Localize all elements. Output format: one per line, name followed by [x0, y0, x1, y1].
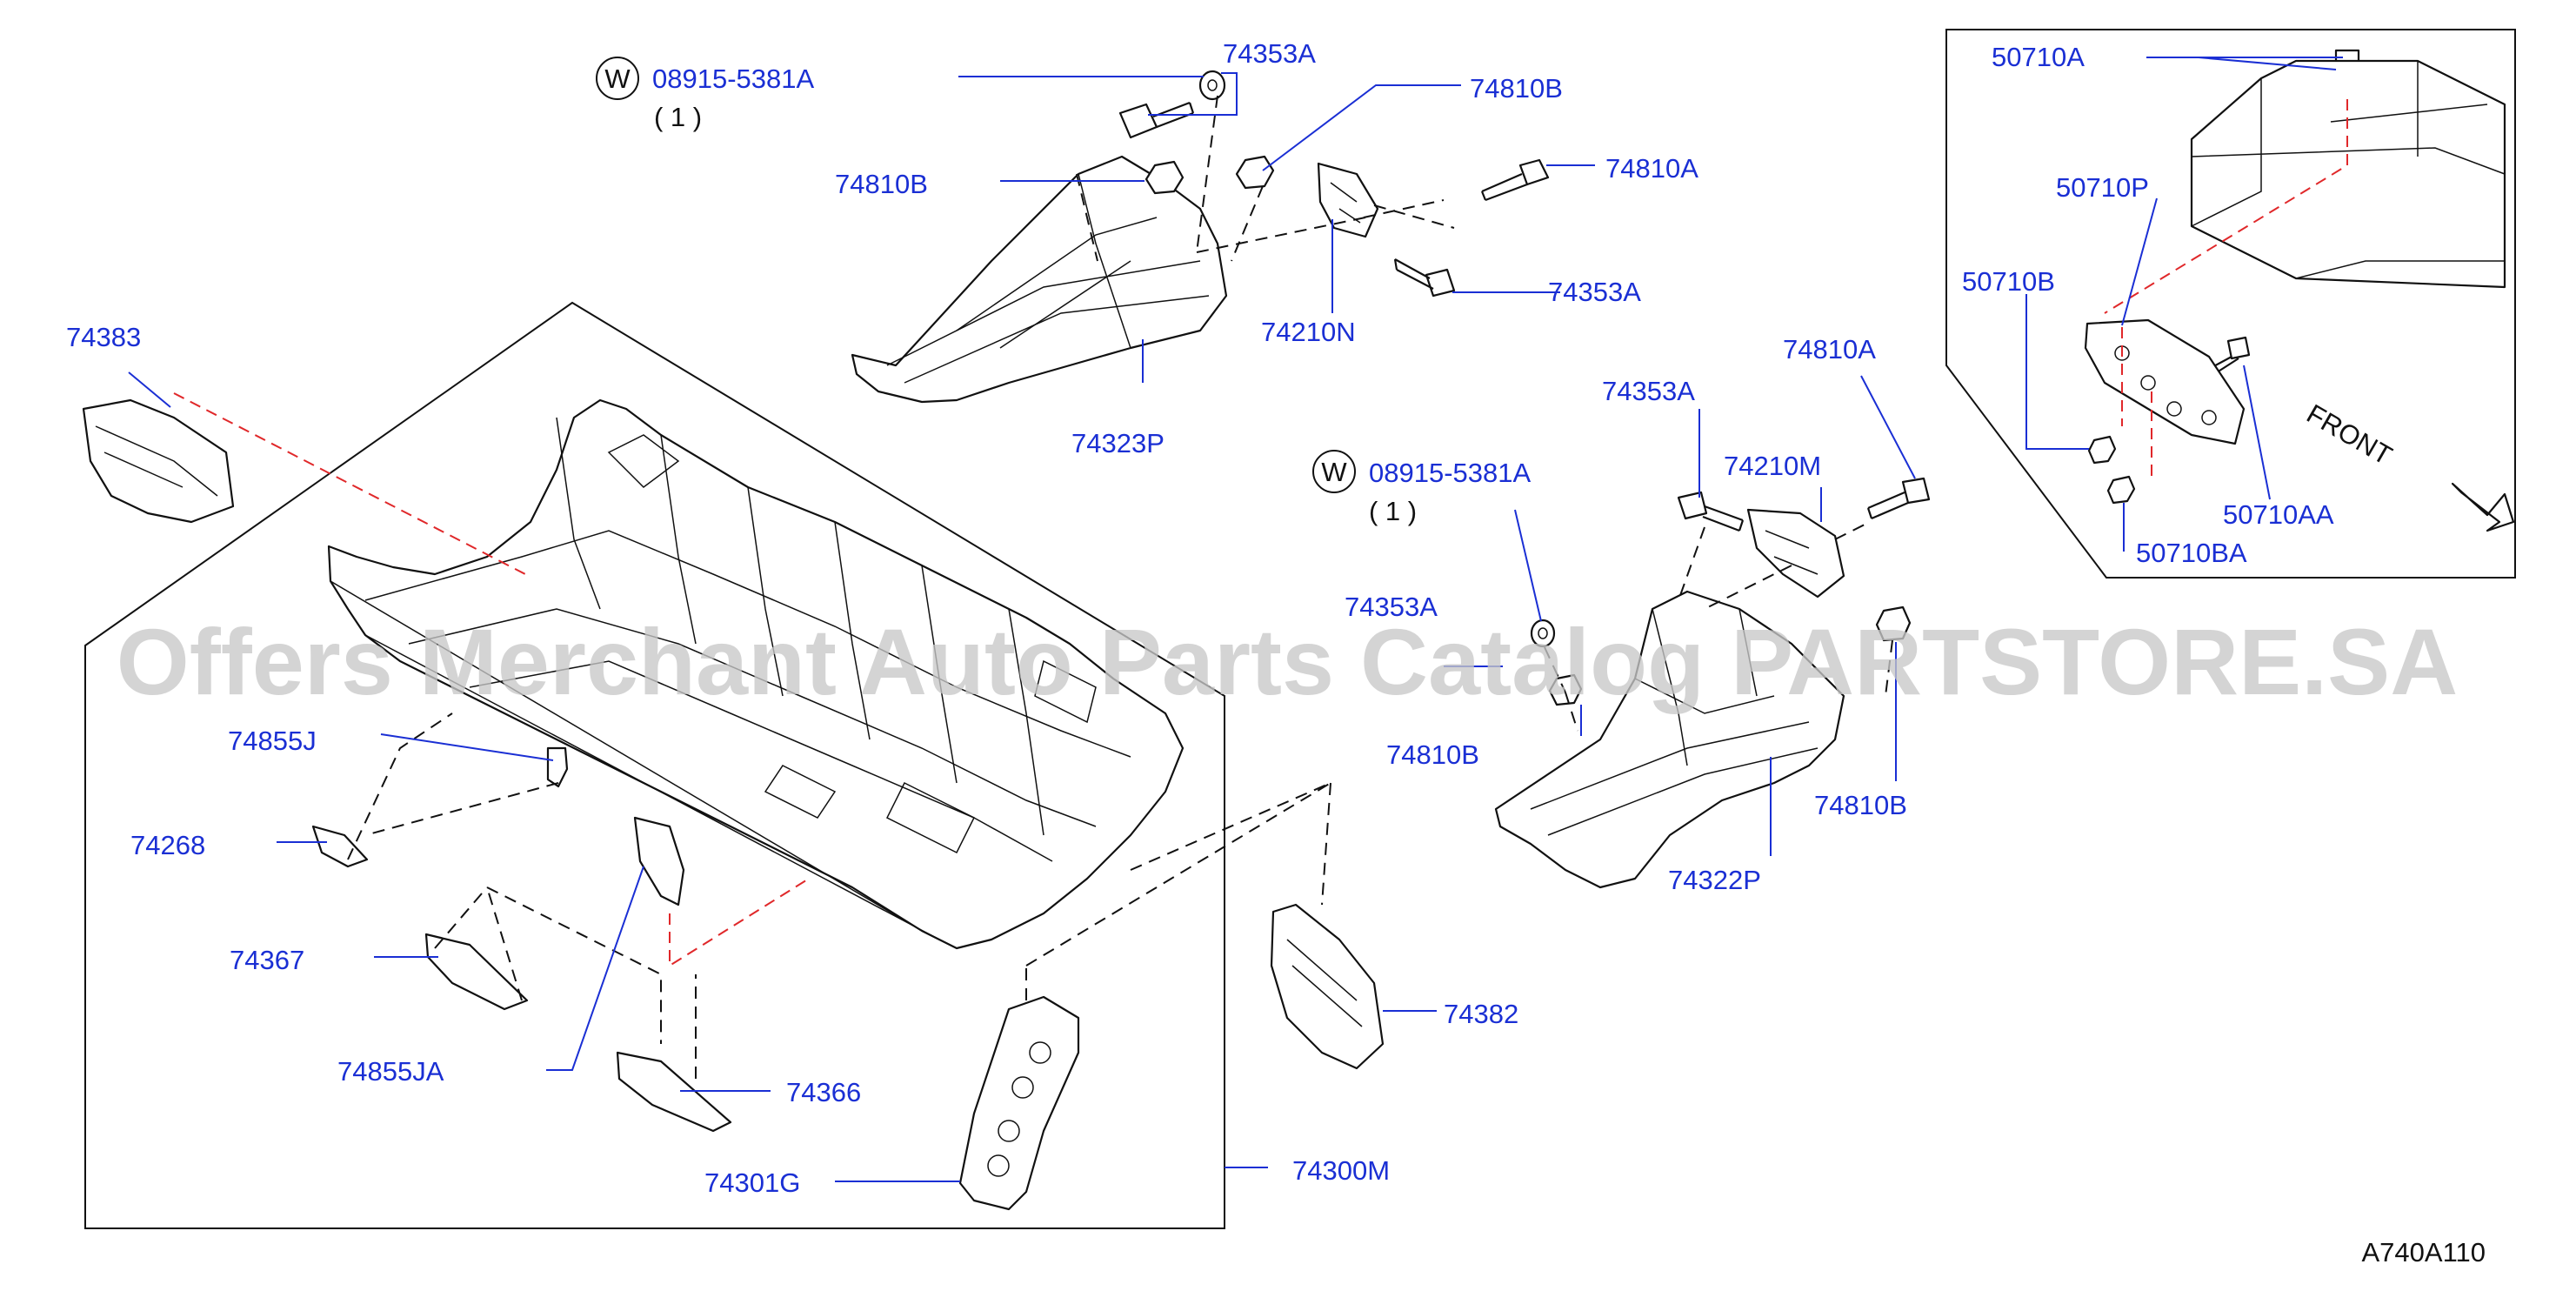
nut-74810b-rlow — [1875, 605, 1912, 642]
washer-symbol-top-label: W — [604, 64, 631, 94]
inset-frame — [1945, 29, 2516, 579]
label-74366: 74366 — [786, 1077, 861, 1107]
label-74322p: 74322P — [1668, 865, 1761, 895]
label-74301g: 74301G — [704, 1167, 800, 1198]
bolt-74353a-right — [1677, 491, 1745, 532]
label-74353a-r: 74353A — [1602, 376, 1695, 406]
assembly-dashes — [347, 95, 1893, 1079]
washer-symbol-mid — [1312, 450, 1356, 493]
label-74810b-low: 74810B — [1386, 739, 1479, 770]
washer-symbol-mid-label: W — [1321, 457, 1347, 487]
label-74855j: 74855J — [228, 726, 317, 756]
part-74367 — [424, 933, 529, 1011]
part-74382 — [1270, 903, 1385, 1070]
label-74300m: 74300M — [1292, 1155, 1390, 1186]
label-74323p: 74323P — [1071, 428, 1165, 458]
label-qty-top: ( 1 ) — [654, 102, 702, 132]
label-74810a-top: 74810A — [1605, 153, 1698, 184]
label-74210n: 74210N — [1261, 317, 1356, 347]
nut-74810b-low — [1548, 673, 1583, 706]
nut-50710ba — [2106, 475, 2136, 505]
bracket-50710p — [2084, 318, 2246, 445]
bracket-74210m — [1746, 508, 1845, 599]
label-74382: 74382 — [1444, 999, 1518, 1029]
part-74855ja — [633, 816, 685, 906]
nut-74810b-top — [1235, 155, 1275, 190]
bracket-74210n — [1317, 162, 1379, 238]
front-label: FRONT — [2302, 398, 2398, 472]
label-74268: 74268 — [130, 830, 205, 860]
label-50710p: 50710P — [2056, 172, 2149, 203]
label-50710a: 50710A — [1992, 42, 2085, 72]
label-50710ba: 50710BA — [2136, 538, 2247, 568]
frame-rail — [2190, 59, 2506, 289]
nut-74810b-left — [1145, 160, 1185, 195]
label-74810b-left: 74810B — [835, 169, 928, 199]
bolt-74353a-mid — [1393, 258, 1456, 298]
label-08915-top: 08915-5381A — [652, 64, 814, 94]
label-74210m: 74210M — [1724, 451, 1821, 481]
part-74366 — [616, 1051, 732, 1133]
assembly-frame — [84, 301, 1225, 1229]
label-74353a-l: 74353A — [1345, 592, 1438, 622]
label-74367: 74367 — [230, 945, 304, 975]
bolt-74810a-top — [1480, 158, 1550, 202]
front-floor-lower — [1494, 590, 1845, 889]
label-74810b-top: 74810B — [1470, 73, 1563, 104]
bolt-top — [1118, 101, 1195, 139]
front-floor-upper — [851, 155, 1228, 404]
label-08915-mid: 08915-5381A — [1369, 458, 1531, 488]
label-qty-mid: ( 1 ) — [1369, 496, 1417, 526]
label-74353a-top: 74353A — [1223, 38, 1316, 69]
label-74855ja: 74855JA — [337, 1056, 444, 1087]
label-74353a-mid: 74353A — [1548, 277, 1641, 307]
rear-floor-panel — [327, 398, 1185, 950]
part-74855j — [546, 746, 569, 788]
leader-lines — [128, 57, 2343, 1182]
part-74383 — [82, 398, 235, 524]
washer-symbol-top — [596, 57, 639, 100]
label-50710aa: 50710AA — [2223, 499, 2334, 530]
diagram-code: A740A110 — [2362, 1237, 2486, 1268]
washer-top — [1198, 70, 1226, 101]
label-74810b-rlow: 74810B — [1814, 790, 1907, 820]
watermark: Offers Merchant Auto Parts Catalog PARTS… — [117, 609, 2458, 714]
washer-mid — [1530, 619, 1556, 648]
label-74383: 74383 — [66, 322, 141, 352]
bolt-50710aa — [2208, 336, 2251, 375]
label-74810a-r: 74810A — [1783, 334, 1876, 365]
label-50710b: 50710B — [1962, 266, 2055, 297]
reference-dashes — [173, 99, 2348, 967]
nut-50710b — [2087, 435, 2117, 465]
bolt-74810a-right — [1866, 477, 1931, 520]
front-arrow-icon — [2451, 482, 2515, 532]
part-74268 — [311, 825, 369, 868]
part-74301g — [958, 995, 1080, 1211]
